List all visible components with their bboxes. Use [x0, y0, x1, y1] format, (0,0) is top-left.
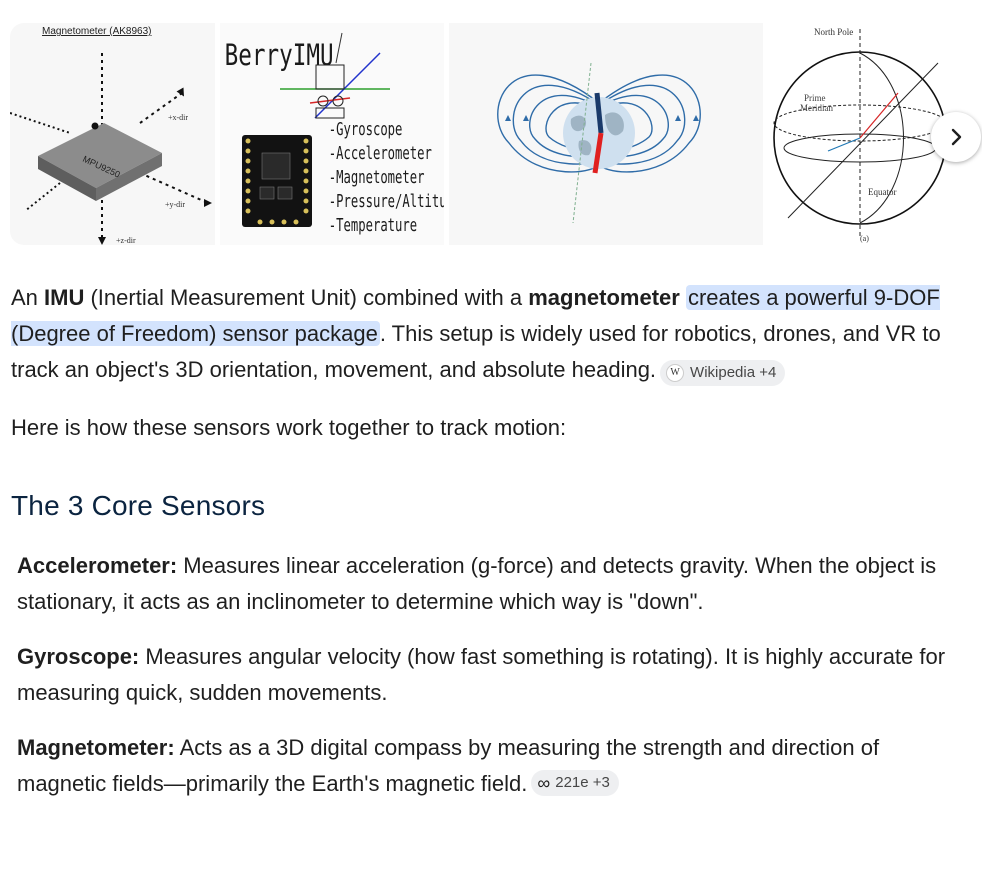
feature-magnetometer: -Magnetometer — [329, 167, 425, 188]
section-heading: The 3 Core Sensors — [11, 490, 266, 521]
magnetometer-term: magnetometer — [528, 285, 680, 310]
carousel-next-button[interactable] — [931, 112, 981, 162]
equator-label: Equator — [868, 187, 897, 197]
axis-x-label: +x-dir — [168, 113, 188, 122]
prime-meridian-label: Prime — [804, 93, 826, 103]
how-text: Here is how these sensors work together … — [11, 415, 567, 440]
source-chip-221e[interactable]: ∞221e +3 — [531, 770, 619, 796]
feature-gyroscope: -Gyroscope — [329, 119, 403, 140]
ai-answer: An IMU (Inertial Measurement Unit) combi… — [11, 280, 971, 802]
chevron-right-icon — [951, 128, 962, 146]
intro-paragraph: An IMU (Inertial Measurement Unit) combi… — [11, 280, 971, 388]
image-earth-field-lines[interactable] — [449, 23, 763, 245]
sensor-magnetometer: Magnetometer: Acts as a 3D digital compa… — [17, 735, 880, 796]
berryimu-title: BerryIMU — [225, 39, 334, 72]
image-carousel: Magnetometer (AK8963) MPU9250 +x-dir +y-… — [0, 0, 982, 250]
feature-accelerometer: -Accelerometer — [329, 143, 432, 164]
imu-term: IMU — [44, 285, 85, 310]
axis-z-label: +z-dir — [116, 236, 136, 245]
sensor-gyroscope: Gyroscope: Measures angular velocity (ho… — [17, 644, 946, 705]
image-celestial-sphere[interactable]: North Pole Prime Meridian Equator (a) — [768, 23, 959, 245]
north-pole-label: North Pole — [814, 27, 853, 37]
panel-label: (a) — [860, 234, 869, 243]
image-caption: Magnetometer (AK8963) — [42, 26, 152, 37]
svg-text:Meridian: Meridian — [800, 103, 833, 113]
image-magnetometer-axes[interactable]: Magnetometer (AK8963) MPU9250 +x-dir +y-… — [10, 23, 215, 245]
infinity-icon: ∞ — [537, 773, 551, 793]
feature-temperature: -Temperature — [329, 215, 417, 236]
sensor-accelerometer: Accelerometer: Measures linear accelerat… — [17, 553, 937, 614]
image-berryimu[interactable]: BerryIMU -Gyroscope -Accelerometer -Magn… — [220, 23, 444, 245]
feature-pressure: -Pressure/Altitude — [329, 191, 444, 212]
wikipedia-icon: W — [666, 364, 685, 382]
axis-y-label: +y-dir — [165, 200, 185, 209]
